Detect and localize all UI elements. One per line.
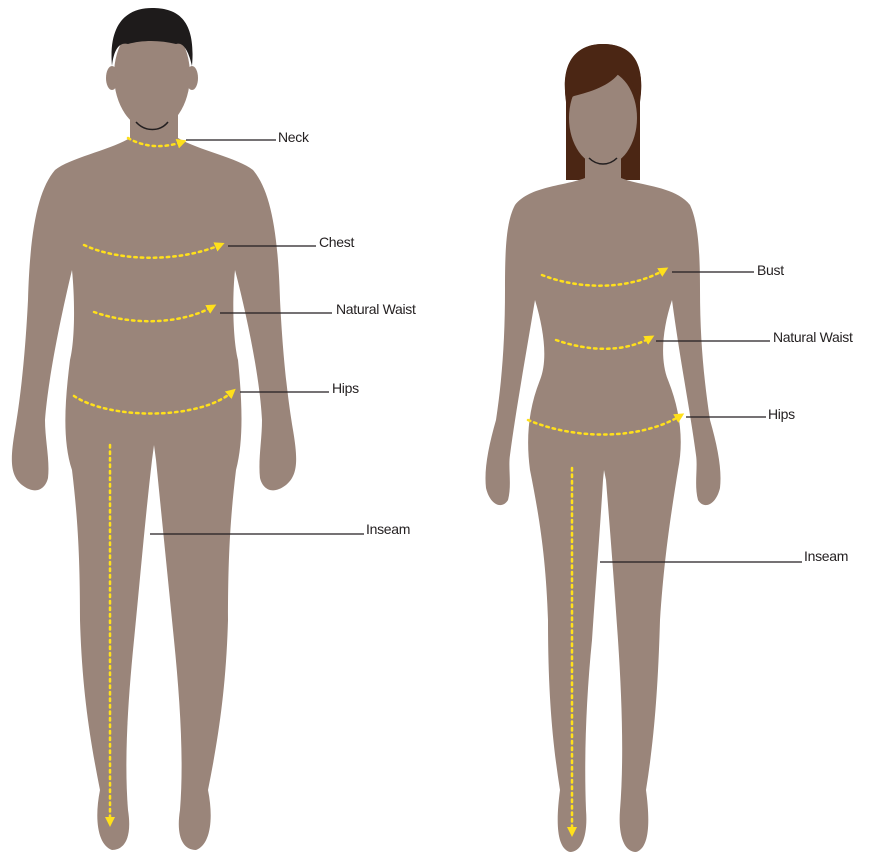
female-body bbox=[485, 155, 720, 852]
male-label-natural-waist: Natural Waist bbox=[336, 301, 416, 317]
female-label-inseam: Inseam bbox=[804, 548, 848, 564]
male-body bbox=[12, 112, 296, 850]
male-left-ear bbox=[106, 66, 118, 90]
male-label-neck: Neck bbox=[278, 129, 309, 145]
male-label-chest: Chest bbox=[319, 234, 354, 250]
female-label-bust: Bust bbox=[757, 262, 784, 278]
male-label-inseam: Inseam bbox=[366, 521, 410, 537]
male-right-ear bbox=[186, 66, 198, 90]
male-label-hips: Hips bbox=[332, 380, 359, 396]
male-figure bbox=[12, 8, 296, 850]
female-label-natural-waist: Natural Waist bbox=[773, 329, 853, 345]
female-figure bbox=[485, 44, 720, 852]
female-label-hips: Hips bbox=[768, 406, 795, 422]
